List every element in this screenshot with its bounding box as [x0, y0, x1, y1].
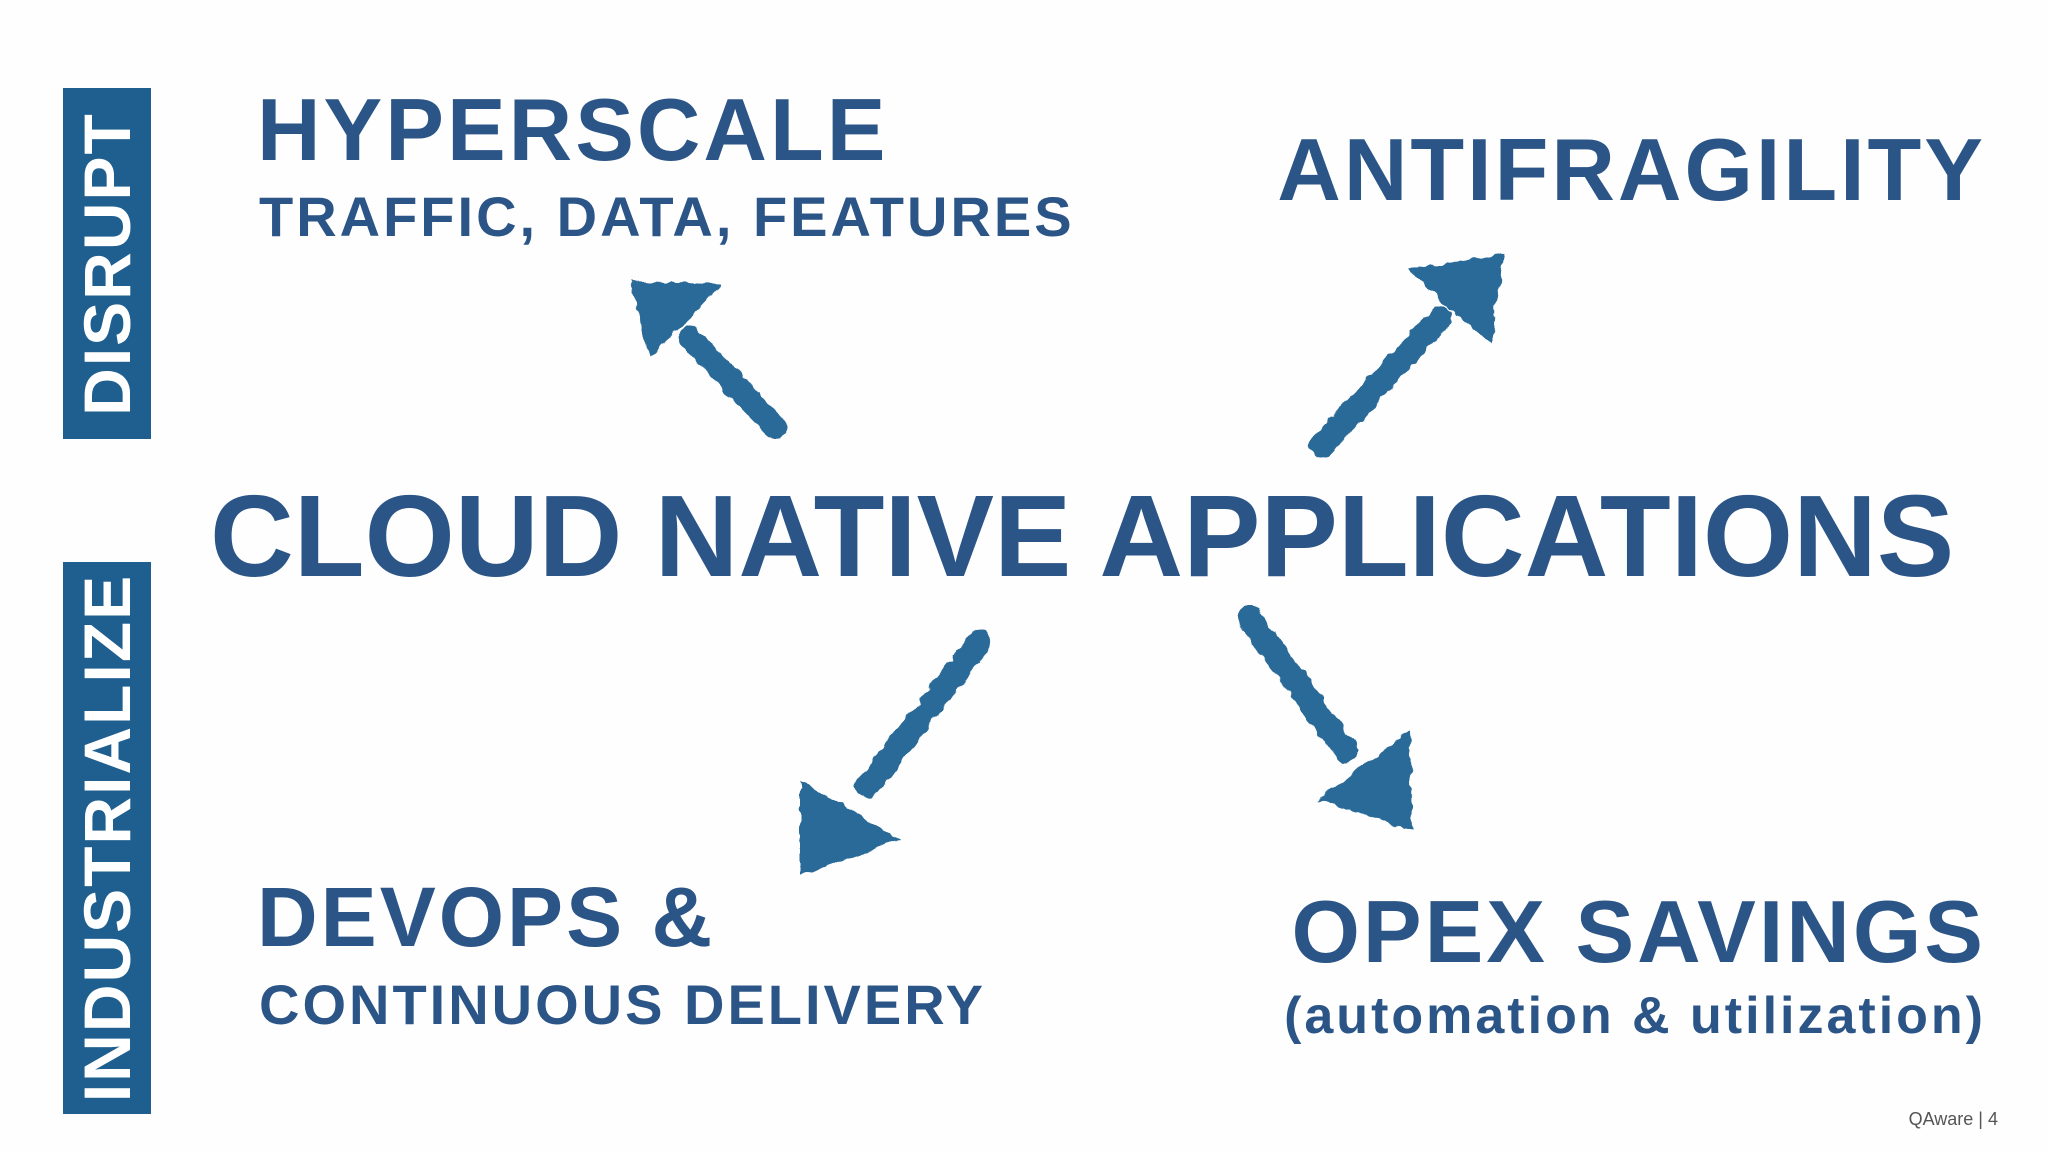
opex-title: OPEX SAVINGS — [1291, 882, 1986, 981]
devops-title: DEVOPS & — [257, 870, 716, 964]
opex-subtitle: (automation & utilization) — [1284, 987, 1986, 1045]
hyperscale-subtitle: TRAFFIC, DATA, FEATURES — [259, 185, 1075, 248]
cloud-native-title: CLOUD NATIVE APPLICATIONS — [210, 471, 1955, 601]
side-band-disrupt: DISRUPT — [63, 88, 151, 439]
arrow-up-left-icon — [630, 280, 787, 439]
arrow-up-right-icon — [1310, 253, 1505, 457]
arrow-down-left-icon — [800, 630, 992, 875]
antifragility-title: ANTIFRAGILITY — [1277, 120, 1986, 219]
side-band-industrialize: INDUSTRIALIZE — [63, 562, 151, 1114]
devops-subtitle: CONTINUOUS DELIVERY — [259, 973, 986, 1036]
footer-page-label: QAware | 4 — [1908, 1109, 1998, 1129]
hyperscale-title: HYPERSCALE — [257, 80, 889, 179]
arrow-down-right-icon — [1238, 606, 1412, 830]
